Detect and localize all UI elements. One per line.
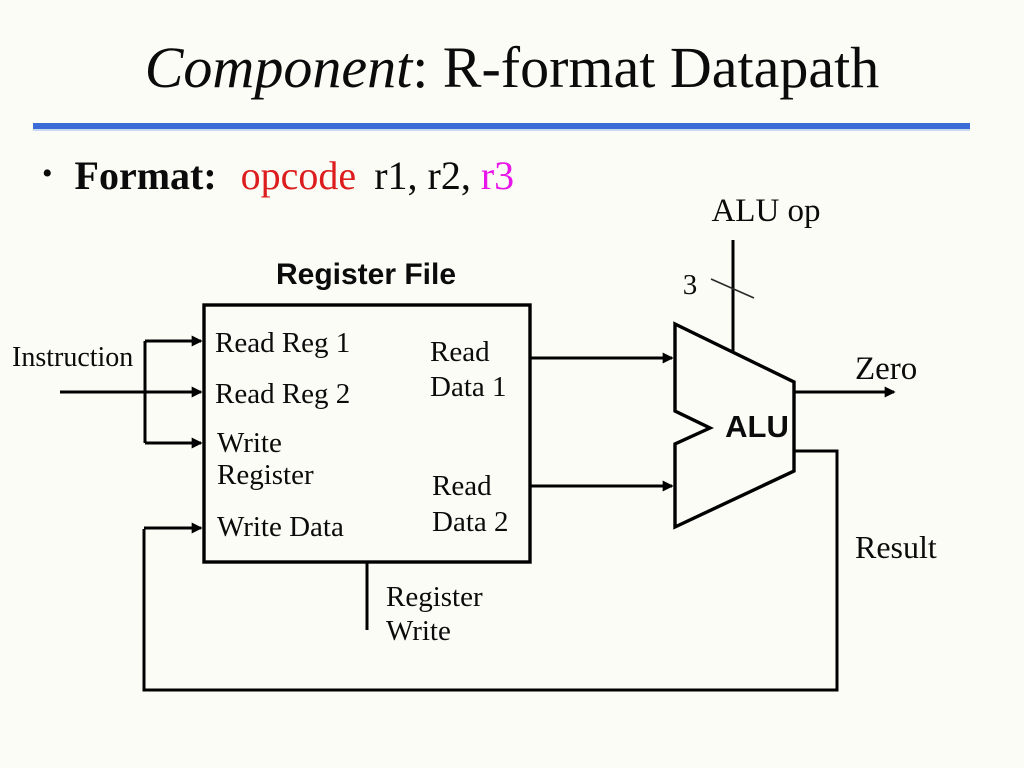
read-reg2-port-label: Read Reg 2 bbox=[215, 378, 350, 410]
bus-width-label: 3 bbox=[683, 269, 698, 301]
result-feedback-wire bbox=[142, 449, 839, 692]
title-underline-rule-shadow bbox=[33, 129, 970, 131]
format-bullet-line: • Format: opcode r1, r2, r3 bbox=[42, 152, 982, 199]
bullet-icon: • bbox=[42, 157, 53, 190]
register-write-signal-label-line2: Write bbox=[386, 615, 451, 647]
write-data-port-label: Write Data bbox=[217, 511, 344, 543]
read-data1-port-label-line1: Read bbox=[430, 336, 490, 368]
title-underline-rule bbox=[33, 123, 970, 129]
title-rest-part: : R-format Datapath bbox=[412, 35, 880, 100]
bus-width-slash bbox=[710, 278, 755, 299]
write-register-port-label-line2: Register bbox=[217, 459, 314, 491]
register-file-title: Register File bbox=[276, 258, 456, 291]
aluop-signal-label: ALU op bbox=[711, 193, 820, 229]
instruction-label: Instruction bbox=[12, 342, 133, 373]
read-data1-port-label-line2: Data 1 bbox=[430, 371, 507, 403]
page-title: Component: R-format Datapath bbox=[0, 34, 1024, 101]
alu-label: ALU bbox=[725, 409, 789, 444]
read-data2-port-label-line1: Read bbox=[432, 470, 492, 502]
register-file-box bbox=[202, 303, 532, 564]
read-reg1-port-label: Read Reg 1 bbox=[215, 327, 350, 359]
read-data2-port-label-line2: Data 2 bbox=[432, 506, 509, 538]
title-italic-part: Component bbox=[144, 35, 413, 100]
alu-shape bbox=[673, 321, 796, 530]
result-signal-label: Result bbox=[855, 529, 937, 565]
format-registers: r1, r2, bbox=[374, 153, 471, 198]
format-opcode: opcode bbox=[240, 153, 357, 198]
format-label: Format: bbox=[74, 153, 217, 198]
write-register-port-label-line1: Write bbox=[217, 427, 282, 459]
format-r3: r3 bbox=[480, 153, 515, 198]
register-write-signal-label-line1: Register bbox=[386, 581, 483, 613]
zero-output-label: Zero bbox=[855, 351, 917, 387]
